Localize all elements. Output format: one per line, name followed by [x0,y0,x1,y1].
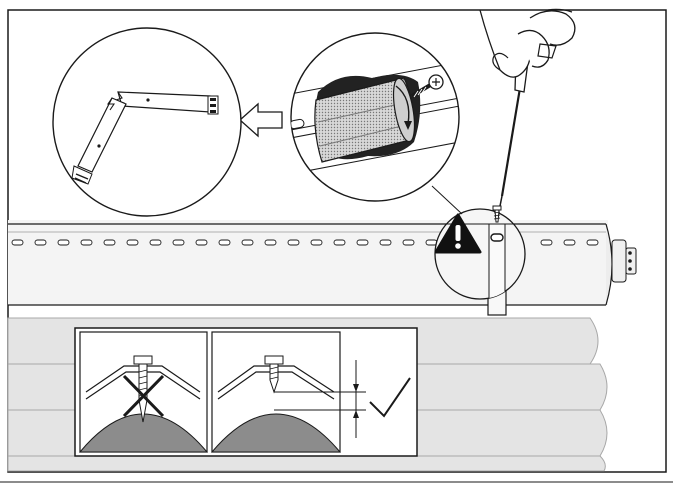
inset-panels [74,327,418,457]
tube-slot [57,239,70,246]
screw-icon [492,205,502,223]
tube-slot [172,239,185,246]
clearance-dimension [274,360,366,438]
tube-slot [333,239,346,246]
tube-slot [264,239,277,246]
tube-slot [586,239,599,246]
bent-shaft-icon [71,91,219,185]
tube-slot [34,239,47,246]
cross-icon [122,374,165,418]
checkmark-icon [369,377,411,418]
tube-slot [540,239,553,246]
tube-slot [218,239,231,246]
tube-slot [402,239,415,246]
tube-slot [310,239,323,246]
tube-slot [80,239,93,246]
tube-slot [563,239,576,246]
inset-panel-wrong [78,331,209,453]
tube-slot [241,239,254,246]
screw-position-detail [434,205,526,300]
tube-slot [11,239,24,246]
screwdriver-icon [479,8,576,207]
tube-slot [103,239,116,246]
tube-slot [425,239,438,246]
tube-slot [356,239,369,246]
tube-slot [149,239,162,246]
tube-slot-row [11,239,599,246]
bent-shaft-detail [52,27,242,217]
slat [7,455,606,472]
screw-icon [410,74,444,98]
arrow-left-icon [239,102,283,138]
tube-slot [195,239,208,246]
magnified-tube-detail [290,32,460,202]
motor-end-cap [611,239,637,283]
detail-leader-line [431,185,463,215]
tube-slot [379,239,392,246]
warning-triangle-icon [434,213,482,254]
tube-slot [287,239,300,246]
winding-tube [8,220,637,306]
tube-slot [126,239,139,246]
